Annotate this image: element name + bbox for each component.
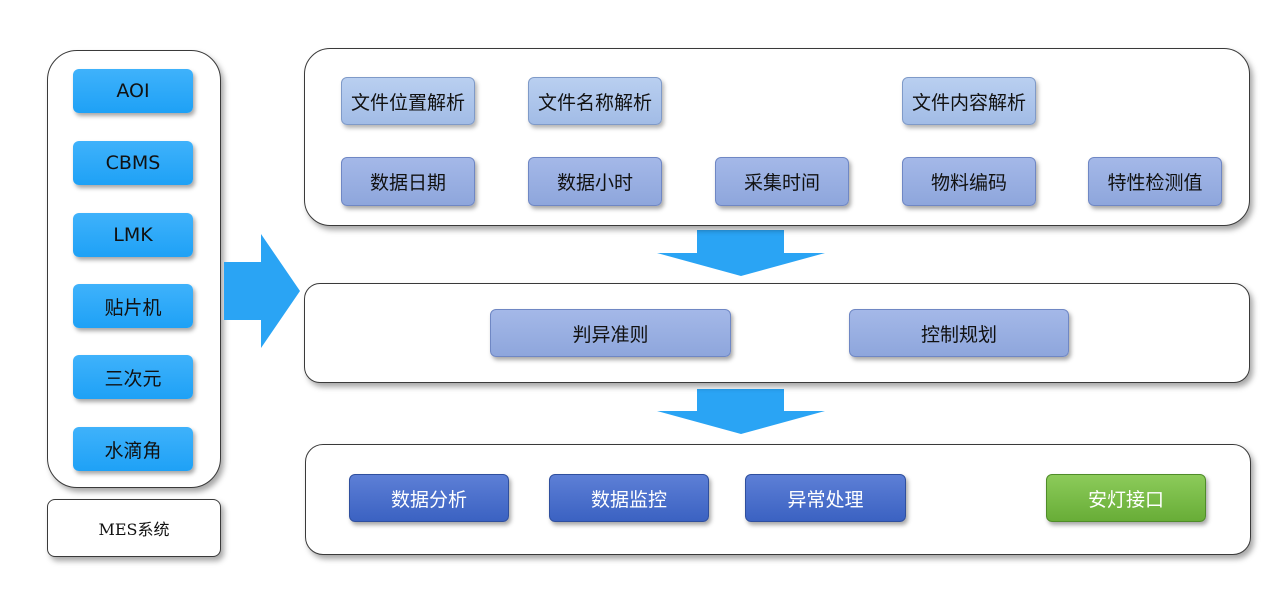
- material-code-box: 物料编码: [902, 157, 1036, 206]
- source-systems-panel: [47, 50, 221, 488]
- big-down-arrow-2: [657, 389, 825, 434]
- control-plan-box: 控制规划: [849, 309, 1069, 357]
- data-monitoring-box: 数据监控: [549, 474, 709, 522]
- andon-interface-box: 安灯接口: [1046, 474, 1206, 522]
- abnormal-criteria-box: 判异准则: [490, 309, 731, 357]
- source-aoi: AOI: [73, 69, 193, 113]
- data-hour-box: 数据小时: [528, 157, 662, 206]
- file-content-parse-box: 文件内容解析: [902, 77, 1036, 125]
- collect-time-box: 采集时间: [715, 157, 849, 206]
- data-date-box: 数据日期: [341, 157, 475, 206]
- data-analysis-box: 数据分析: [349, 474, 509, 522]
- characteristic-value-box: 特性检测值: [1088, 157, 1222, 206]
- source-cmm: 三次元: [73, 355, 193, 399]
- big-down-arrow-1: [657, 230, 825, 276]
- exception-handling-box: 异常处理: [745, 474, 906, 522]
- file-name-parse-box: 文件名称解析: [528, 77, 662, 125]
- rules-panel: [304, 283, 1250, 383]
- big-right-arrow: [224, 234, 300, 348]
- source-lmk: LMK: [73, 213, 193, 257]
- source-cbms: CBMS: [73, 141, 193, 185]
- file-location-parse-box: 文件位置解析: [341, 77, 475, 125]
- source-placement-machine: 贴片机: [73, 284, 193, 328]
- source-contact-angle: 水滴角: [73, 427, 193, 471]
- mes-system-box: MES系统: [47, 499, 221, 557]
